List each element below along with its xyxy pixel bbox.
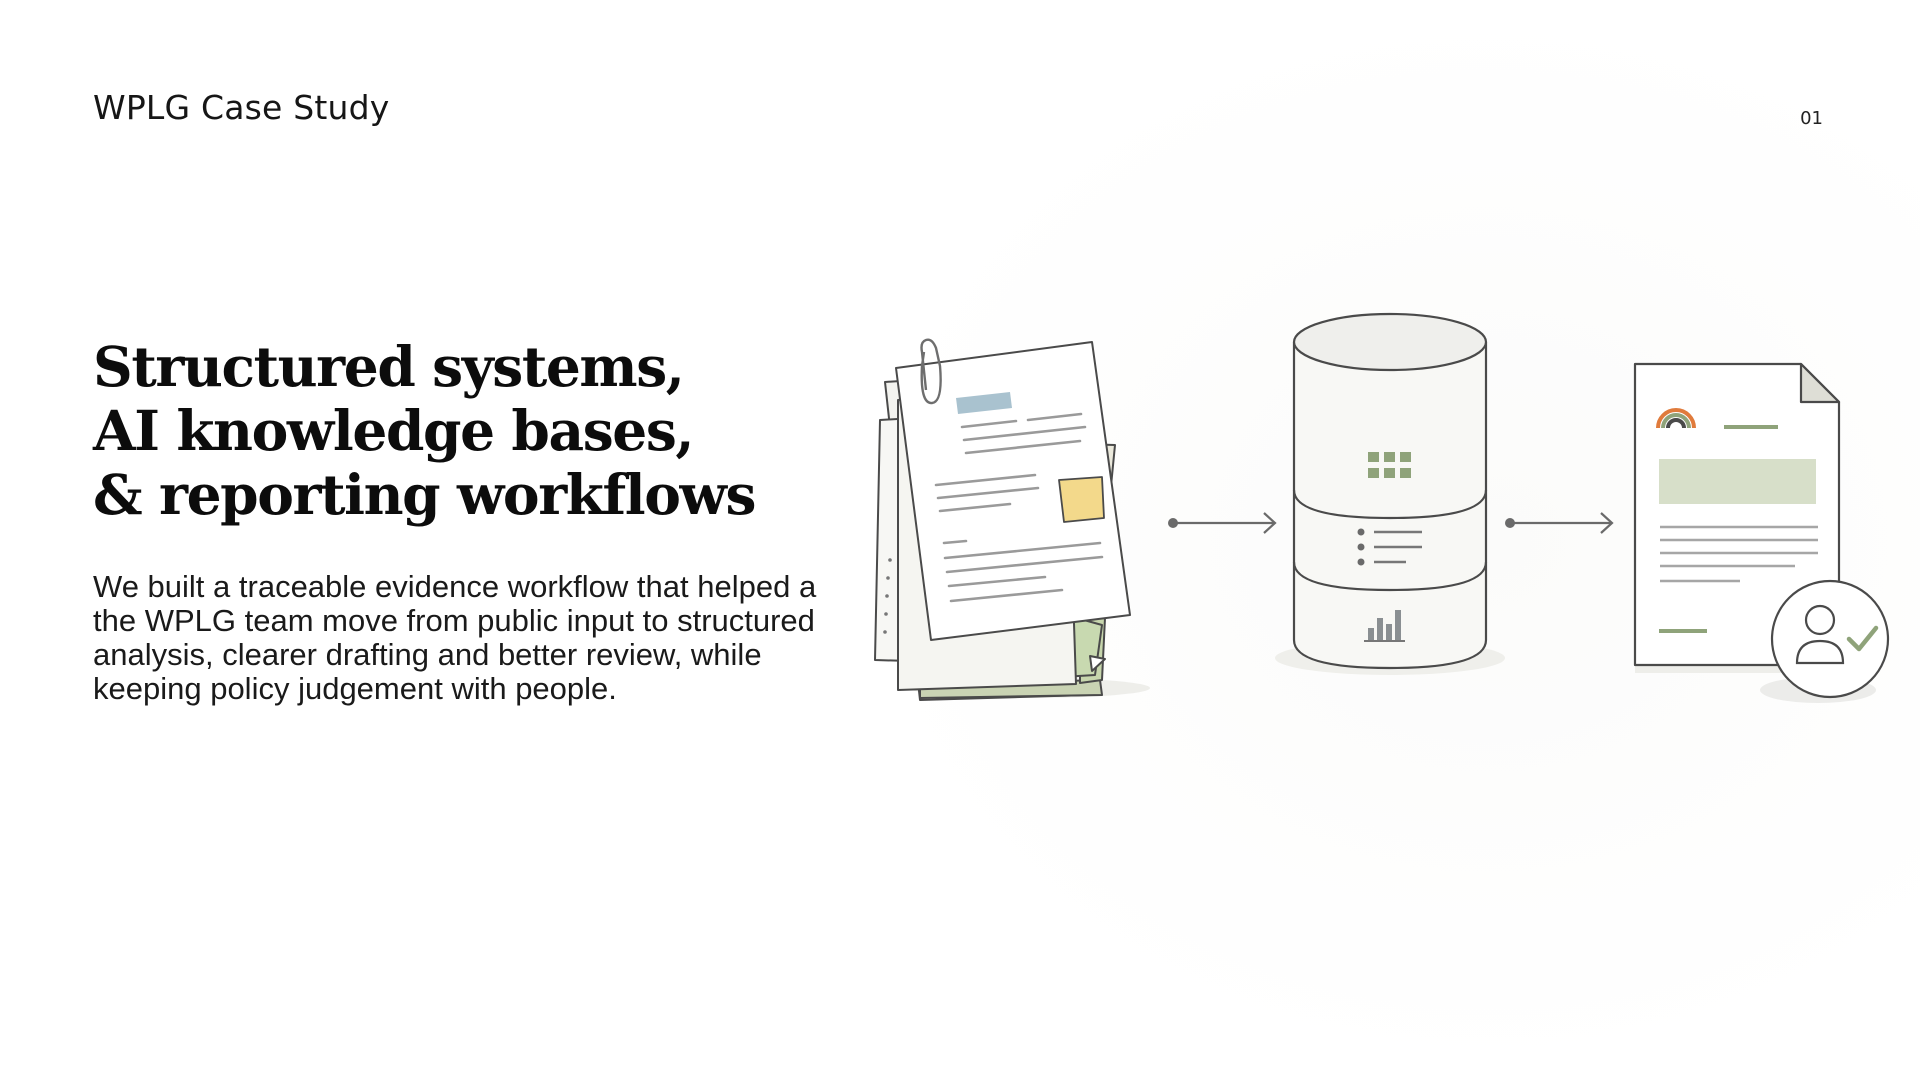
arrow-right-icon (1505, 512, 1614, 534)
case-study-label: WPLG Case Study (93, 88, 390, 127)
headline-line-1: Structured systems, (93, 334, 685, 399)
body-paragraph: We built a traceable evidence workflow t… (93, 569, 817, 706)
document-stack-icon (874, 338, 1150, 701)
workflow-illustration (874, 312, 1890, 703)
headline: Structured systems, AI knowledge bases, … (93, 335, 853, 527)
headline-line-3: & reporting workflows (93, 462, 756, 527)
user-check-icon (1760, 579, 1890, 703)
page-number: 01 (1800, 108, 1823, 129)
headline-line-2: AI knowledge bases, (93, 398, 695, 463)
database-icon (1275, 312, 1505, 675)
report-document-icon (1633, 362, 1841, 673)
arrow-right-icon (1168, 512, 1277, 534)
